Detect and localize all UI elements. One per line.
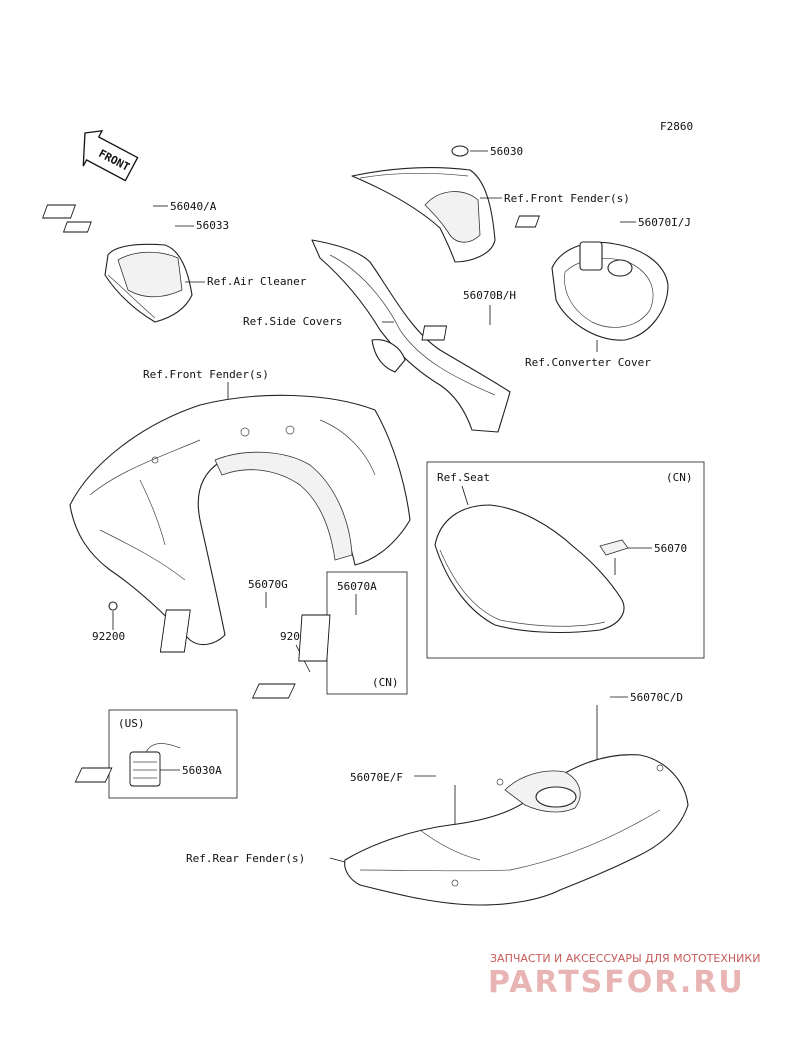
figure-code: F2860 <box>660 120 693 133</box>
label-56070g: 56070G <box>248 578 288 591</box>
label-cn-seat: (CN) <box>666 471 693 484</box>
side-cover-drawing <box>311 239 511 433</box>
label-ref-air-cleaner: Ref.Air Cleaner <box>207 275 307 288</box>
rear-fender-drawing <box>344 754 689 906</box>
label-56070cd: 56070C/D <box>630 691 683 704</box>
label-ref-seat: Ref.Seat <box>437 471 490 484</box>
label-56030: 56030 <box>490 145 523 158</box>
air-cleaner-drawing <box>42 204 193 323</box>
box-seat <box>426 461 705 659</box>
tag-56030a-drawing <box>129 743 181 787</box>
seat-drawing <box>434 504 629 634</box>
label-56070ef: 56070E/F <box>350 771 403 784</box>
label-56070a: 56070A <box>337 580 377 593</box>
label-56070bh: 56070B/H <box>463 289 516 302</box>
label-56033: 56033 <box>196 219 229 232</box>
decal-56070ef <box>74 767 113 783</box>
label-56030a: 56030A <box>182 764 222 777</box>
front-arrow-icon: FRONT <box>82 129 139 182</box>
label-56070ij: 56070I/J <box>638 216 691 229</box>
label-ref-converter-cover: Ref.Converter Cover <box>525 356 651 369</box>
clip-92200 <box>108 601 118 611</box>
box-us <box>108 709 238 799</box>
label-ref-front-fender-mid: Ref.Front Fender(s) <box>143 368 269 381</box>
label-ref-side-covers: Ref.Side Covers <box>243 315 342 328</box>
decal-56070a <box>298 614 331 662</box>
converter-cover-drawing <box>514 215 669 341</box>
label-us-box: (US) <box>118 717 145 730</box>
label-56040a: 56040/A <box>170 200 217 213</box>
label-56070: 56070 <box>654 542 687 555</box>
front-fender-top-drawing <box>351 145 496 263</box>
label-ref-rear-fender: Ref.Rear Fender(s) <box>186 852 305 865</box>
front-fender-large-drawing <box>69 394 411 646</box>
label-cn-box: (CN) <box>372 676 399 689</box>
label-ref-front-fender-top: Ref.Front Fender(s) <box>504 192 630 205</box>
watermark-tagline: ЗАПЧАСТИ И АКСЕССУАРЫ ДЛЯ МОТОТЕХНИКИ <box>490 952 760 965</box>
decal-56070g <box>159 609 191 653</box>
watermark-logo: PARTSFOR.RU <box>488 965 745 1000</box>
label-92200: 92200 <box>92 630 125 643</box>
decal-56070cd <box>251 683 296 699</box>
